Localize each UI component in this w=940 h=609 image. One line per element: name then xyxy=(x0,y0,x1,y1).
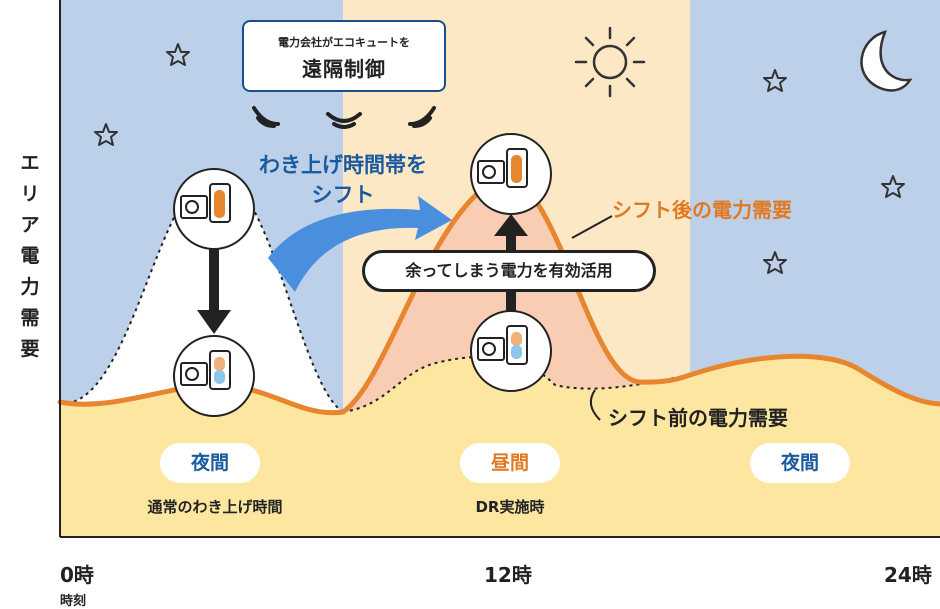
water-heater-icon xyxy=(470,133,552,215)
y-axis-char: 需 xyxy=(20,307,40,329)
y-axis-char: ア xyxy=(20,214,40,236)
period-night-left: 夜間 xyxy=(160,443,260,483)
remote-control-title: 遠隔制御 xyxy=(302,57,386,81)
period-night-caption: 通常のわき上げ時間 xyxy=(147,498,283,516)
y-axis-label: エ リ ア 電 力 需 要 xyxy=(10,148,50,365)
shift-label: わき上げ時間帯を シフト xyxy=(248,150,438,210)
x-tick-0: 0時 xyxy=(60,563,94,587)
y-axis-char: 電 xyxy=(20,245,40,267)
star-icon xyxy=(881,175,905,198)
shift-label-line: シフト xyxy=(311,183,375,207)
water-heater-icon xyxy=(173,168,255,250)
shift-arrow-icon xyxy=(268,196,452,292)
y-axis-char: リ xyxy=(20,183,40,205)
y-axis-char: 力 xyxy=(20,276,40,298)
sun-icon xyxy=(574,26,646,98)
before-day-curve xyxy=(342,355,940,413)
period-day-caption: DR実施時 xyxy=(475,498,545,516)
before-shift-label: シフト前の電力需要 xyxy=(608,406,788,430)
y-axis-char: エ xyxy=(20,152,40,174)
y-axis-char: 要 xyxy=(20,338,40,360)
x-tick-12: 12時 xyxy=(484,563,532,587)
remote-control-box: 電力会社がエコキュートを 遠隔制御 xyxy=(242,20,446,92)
arrow-icon xyxy=(197,240,231,334)
star-icon xyxy=(763,251,787,274)
before-night-curve xyxy=(59,170,344,413)
signal-icon xyxy=(252,106,436,129)
moon-icon xyxy=(860,30,913,92)
water-heater-icon xyxy=(173,335,255,417)
water-heater-icon xyxy=(470,310,552,392)
leader-line xyxy=(589,389,601,421)
leader-line xyxy=(571,215,613,239)
shift-label-line: わき上げ時間帯を xyxy=(259,153,427,177)
period-night-right: 夜間 xyxy=(750,443,850,483)
star-icon xyxy=(763,69,787,92)
star-icon xyxy=(94,123,118,146)
period-day: 昼間 xyxy=(460,443,560,483)
callout-box: 余ってしまう電力を有効活用 xyxy=(362,250,656,292)
after-shift-label: シフト後の電力需要 xyxy=(612,198,792,222)
x-axis-label: 時刻 xyxy=(60,594,87,609)
x-tick-24: 24時 xyxy=(884,563,932,587)
star-icon xyxy=(166,43,190,66)
remote-control-caption: 電力会社がエコキュートを xyxy=(278,36,410,49)
